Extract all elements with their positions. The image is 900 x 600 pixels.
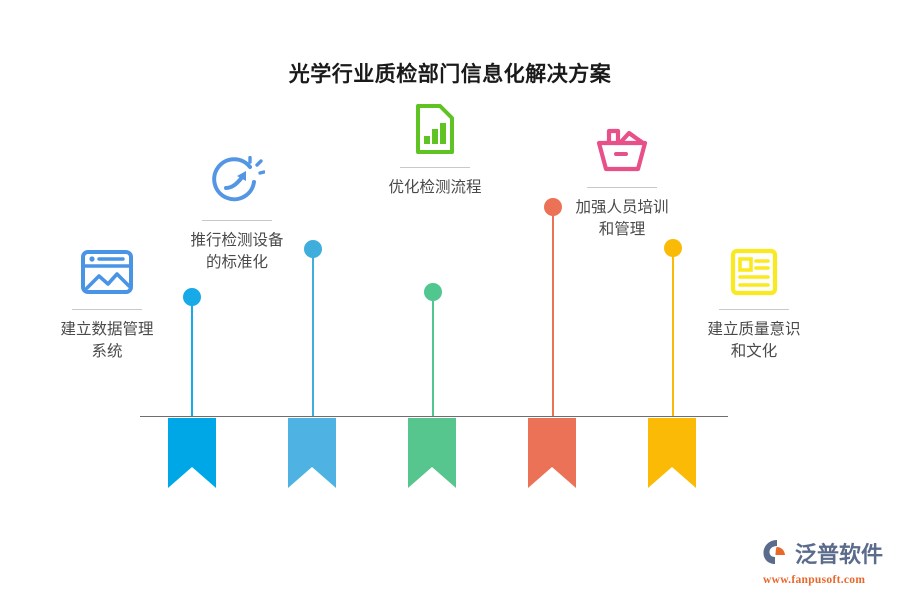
stem-line-4 (552, 206, 554, 416)
item-label: 建立质量意识 和文化 (707, 321, 801, 360)
item-staff-training-management[interactable]: 加强人员培训 和管理 (537, 122, 707, 241)
item-divider (400, 167, 470, 168)
stem-line-5 (672, 247, 674, 416)
item-divider (719, 309, 789, 310)
item-data-management-system[interactable]: 建立数据管理 系统 (22, 244, 192, 363)
item-label: 推行检测设备 的标准化 (190, 232, 284, 271)
growth-arrow-circle-icon (152, 155, 322, 211)
article-list-icon (669, 244, 839, 300)
item-quality-awareness-culture[interactable]: 建立质量意识 和文化 (669, 244, 839, 363)
item-label: 优化检测流程 (388, 179, 482, 196)
item-divider (587, 187, 657, 188)
basket-tray-icon (537, 122, 707, 178)
timeline-baseline (140, 416, 728, 418)
banner-flag-3[interactable] (408, 418, 456, 488)
marker-dot-5[interactable] (664, 239, 682, 257)
brand-name: 泛普软件 (795, 541, 884, 567)
banner-flag-5[interactable] (648, 418, 696, 488)
marker-dot-1[interactable] (183, 288, 201, 306)
banner-flag-4[interactable] (528, 418, 576, 488)
item-optimize-testing-process[interactable]: 优化检测流程 (350, 102, 520, 199)
item-label: 加强人员培训 和管理 (575, 199, 669, 238)
document-bar-chart-icon (350, 102, 520, 158)
banner-flag-1[interactable] (168, 418, 216, 488)
fanpu-logo-mark-icon (762, 538, 792, 571)
brand-logo[interactable]: 泛普软件 www.fanpusoft.com (762, 538, 892, 586)
brand-url: www.fanpusoft.com (763, 574, 866, 586)
stem-line-1 (191, 296, 193, 416)
item-label: 建立数据管理 系统 (60, 321, 154, 360)
item-divider (72, 309, 142, 310)
marker-dot-3[interactable] (424, 283, 442, 301)
marker-dot-4[interactable] (544, 198, 562, 216)
image-browser-icon (22, 244, 192, 300)
item-equipment-standardization[interactable]: 推行检测设备 的标准化 (152, 155, 322, 274)
marker-dot-2[interactable] (304, 240, 322, 258)
stem-line-2 (312, 248, 314, 416)
banner-flag-2[interactable] (288, 418, 336, 488)
page-title: 光学行业质检部门信息化解决方案 (288, 63, 612, 86)
stem-line-3 (432, 291, 434, 416)
item-divider (202, 220, 272, 221)
